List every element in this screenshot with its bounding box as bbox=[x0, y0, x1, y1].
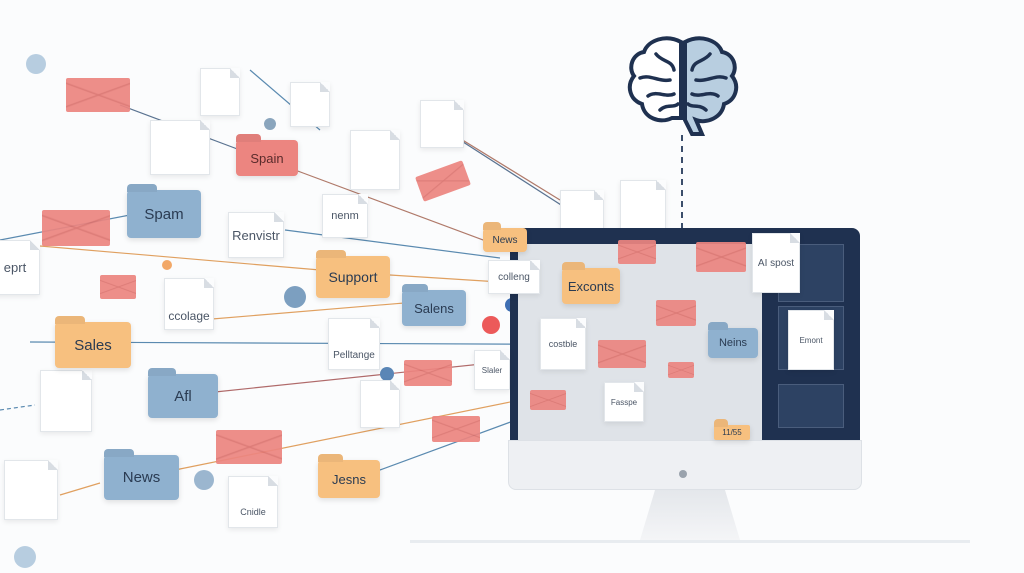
envelope-icon bbox=[100, 275, 136, 299]
folder-label: Support bbox=[328, 269, 378, 285]
document-label: Pelltange bbox=[333, 350, 375, 361]
document-card bbox=[200, 68, 240, 116]
envelope-icon bbox=[656, 300, 696, 326]
document-label: costble bbox=[548, 339, 578, 349]
document-label: colleng bbox=[498, 271, 530, 283]
folder-support: Support bbox=[316, 256, 390, 298]
document-label: Slaler bbox=[481, 365, 503, 375]
envelope-icon bbox=[216, 430, 282, 464]
decorative-dot bbox=[264, 118, 276, 130]
tag-label: 11/55 bbox=[722, 428, 742, 437]
document-card bbox=[350, 130, 400, 190]
folder-sales: Sales bbox=[55, 322, 131, 368]
envelope-icon bbox=[530, 390, 566, 410]
monitor-stand bbox=[640, 490, 740, 540]
decorative-dot bbox=[482, 316, 500, 334]
folder-label: Sales bbox=[74, 336, 112, 354]
document-label: ccolage bbox=[168, 309, 210, 323]
document-emont: Emont bbox=[788, 310, 834, 370]
decorative-dot bbox=[162, 260, 172, 270]
document-label: AI spost bbox=[757, 257, 795, 269]
document-renvistr: Renvistr bbox=[228, 212, 284, 258]
document-card bbox=[4, 460, 58, 520]
folder-exconts: Exconts bbox=[562, 268, 620, 304]
folder-spam: Spam bbox=[127, 190, 201, 238]
monitor-bezel bbox=[508, 440, 862, 490]
envelope-icon bbox=[66, 78, 130, 112]
document-fasspe: Fasspe bbox=[604, 382, 644, 422]
folder-spain: Spain bbox=[236, 140, 298, 176]
envelope-icon bbox=[696, 242, 746, 272]
envelope-icon bbox=[668, 362, 694, 378]
document-card bbox=[290, 82, 330, 127]
envelope-icon bbox=[432, 416, 480, 442]
document-card bbox=[40, 370, 92, 432]
envelope-icon bbox=[42, 210, 110, 246]
decorative-dot bbox=[26, 54, 46, 74]
document-label: nenm bbox=[331, 210, 359, 222]
folder-salens: Salens bbox=[402, 290, 466, 326]
document-pelltange: Pelltange bbox=[328, 318, 380, 370]
folder-label: News bbox=[122, 469, 161, 486]
folder-news-small: News bbox=[483, 228, 527, 252]
folder-afl: Afl bbox=[148, 374, 218, 418]
document-costble: costble bbox=[540, 318, 586, 370]
document-label: Emont bbox=[799, 335, 823, 345]
folder-news: News bbox=[104, 455, 179, 500]
envelope-icon bbox=[404, 360, 452, 386]
document-card bbox=[360, 380, 400, 428]
document-eprt: eprt bbox=[0, 240, 40, 295]
folder-label: Salens bbox=[414, 300, 454, 316]
folder-label: News bbox=[492, 234, 518, 246]
document-ai-spost: AI spost bbox=[752, 233, 800, 293]
document-colleng: colleng bbox=[488, 260, 540, 294]
power-button bbox=[679, 470, 687, 478]
document-label: eprt bbox=[3, 260, 27, 275]
sidebar-panel bbox=[778, 384, 844, 428]
decorative-dot bbox=[194, 470, 214, 490]
document-label: Renvistr bbox=[232, 227, 280, 243]
folder-label: Spam bbox=[144, 205, 184, 223]
brain-icon bbox=[627, 36, 739, 136]
document-card bbox=[620, 180, 666, 230]
document-ccolage: ccolage bbox=[164, 278, 214, 330]
document-card bbox=[150, 120, 210, 175]
folder-label: Neins bbox=[718, 337, 748, 349]
envelope-icon bbox=[598, 340, 646, 368]
document-card bbox=[420, 100, 464, 148]
folder-label: Exconts bbox=[567, 278, 615, 294]
folder-jesns: Jesns bbox=[318, 460, 380, 498]
document-label: Fasspe bbox=[610, 397, 638, 407]
folder-neins: Neins bbox=[708, 328, 758, 358]
document-label: Cnidle bbox=[240, 507, 266, 517]
folder-label: Afl bbox=[174, 387, 192, 405]
folder-label: Spain bbox=[250, 150, 284, 166]
folder-label: Jesns bbox=[332, 471, 366, 487]
document-cnidle: Cnidle bbox=[228, 476, 278, 528]
envelope-icon bbox=[618, 240, 656, 264]
floor-line bbox=[410, 540, 970, 543]
document-slaler: Slaler bbox=[474, 350, 510, 390]
decorative-dot bbox=[380, 367, 394, 381]
decorative-dot bbox=[14, 546, 36, 568]
tag-number: 11/55 bbox=[714, 425, 750, 440]
document-nenm: nenm bbox=[322, 194, 368, 238]
decorative-dot bbox=[284, 286, 306, 308]
